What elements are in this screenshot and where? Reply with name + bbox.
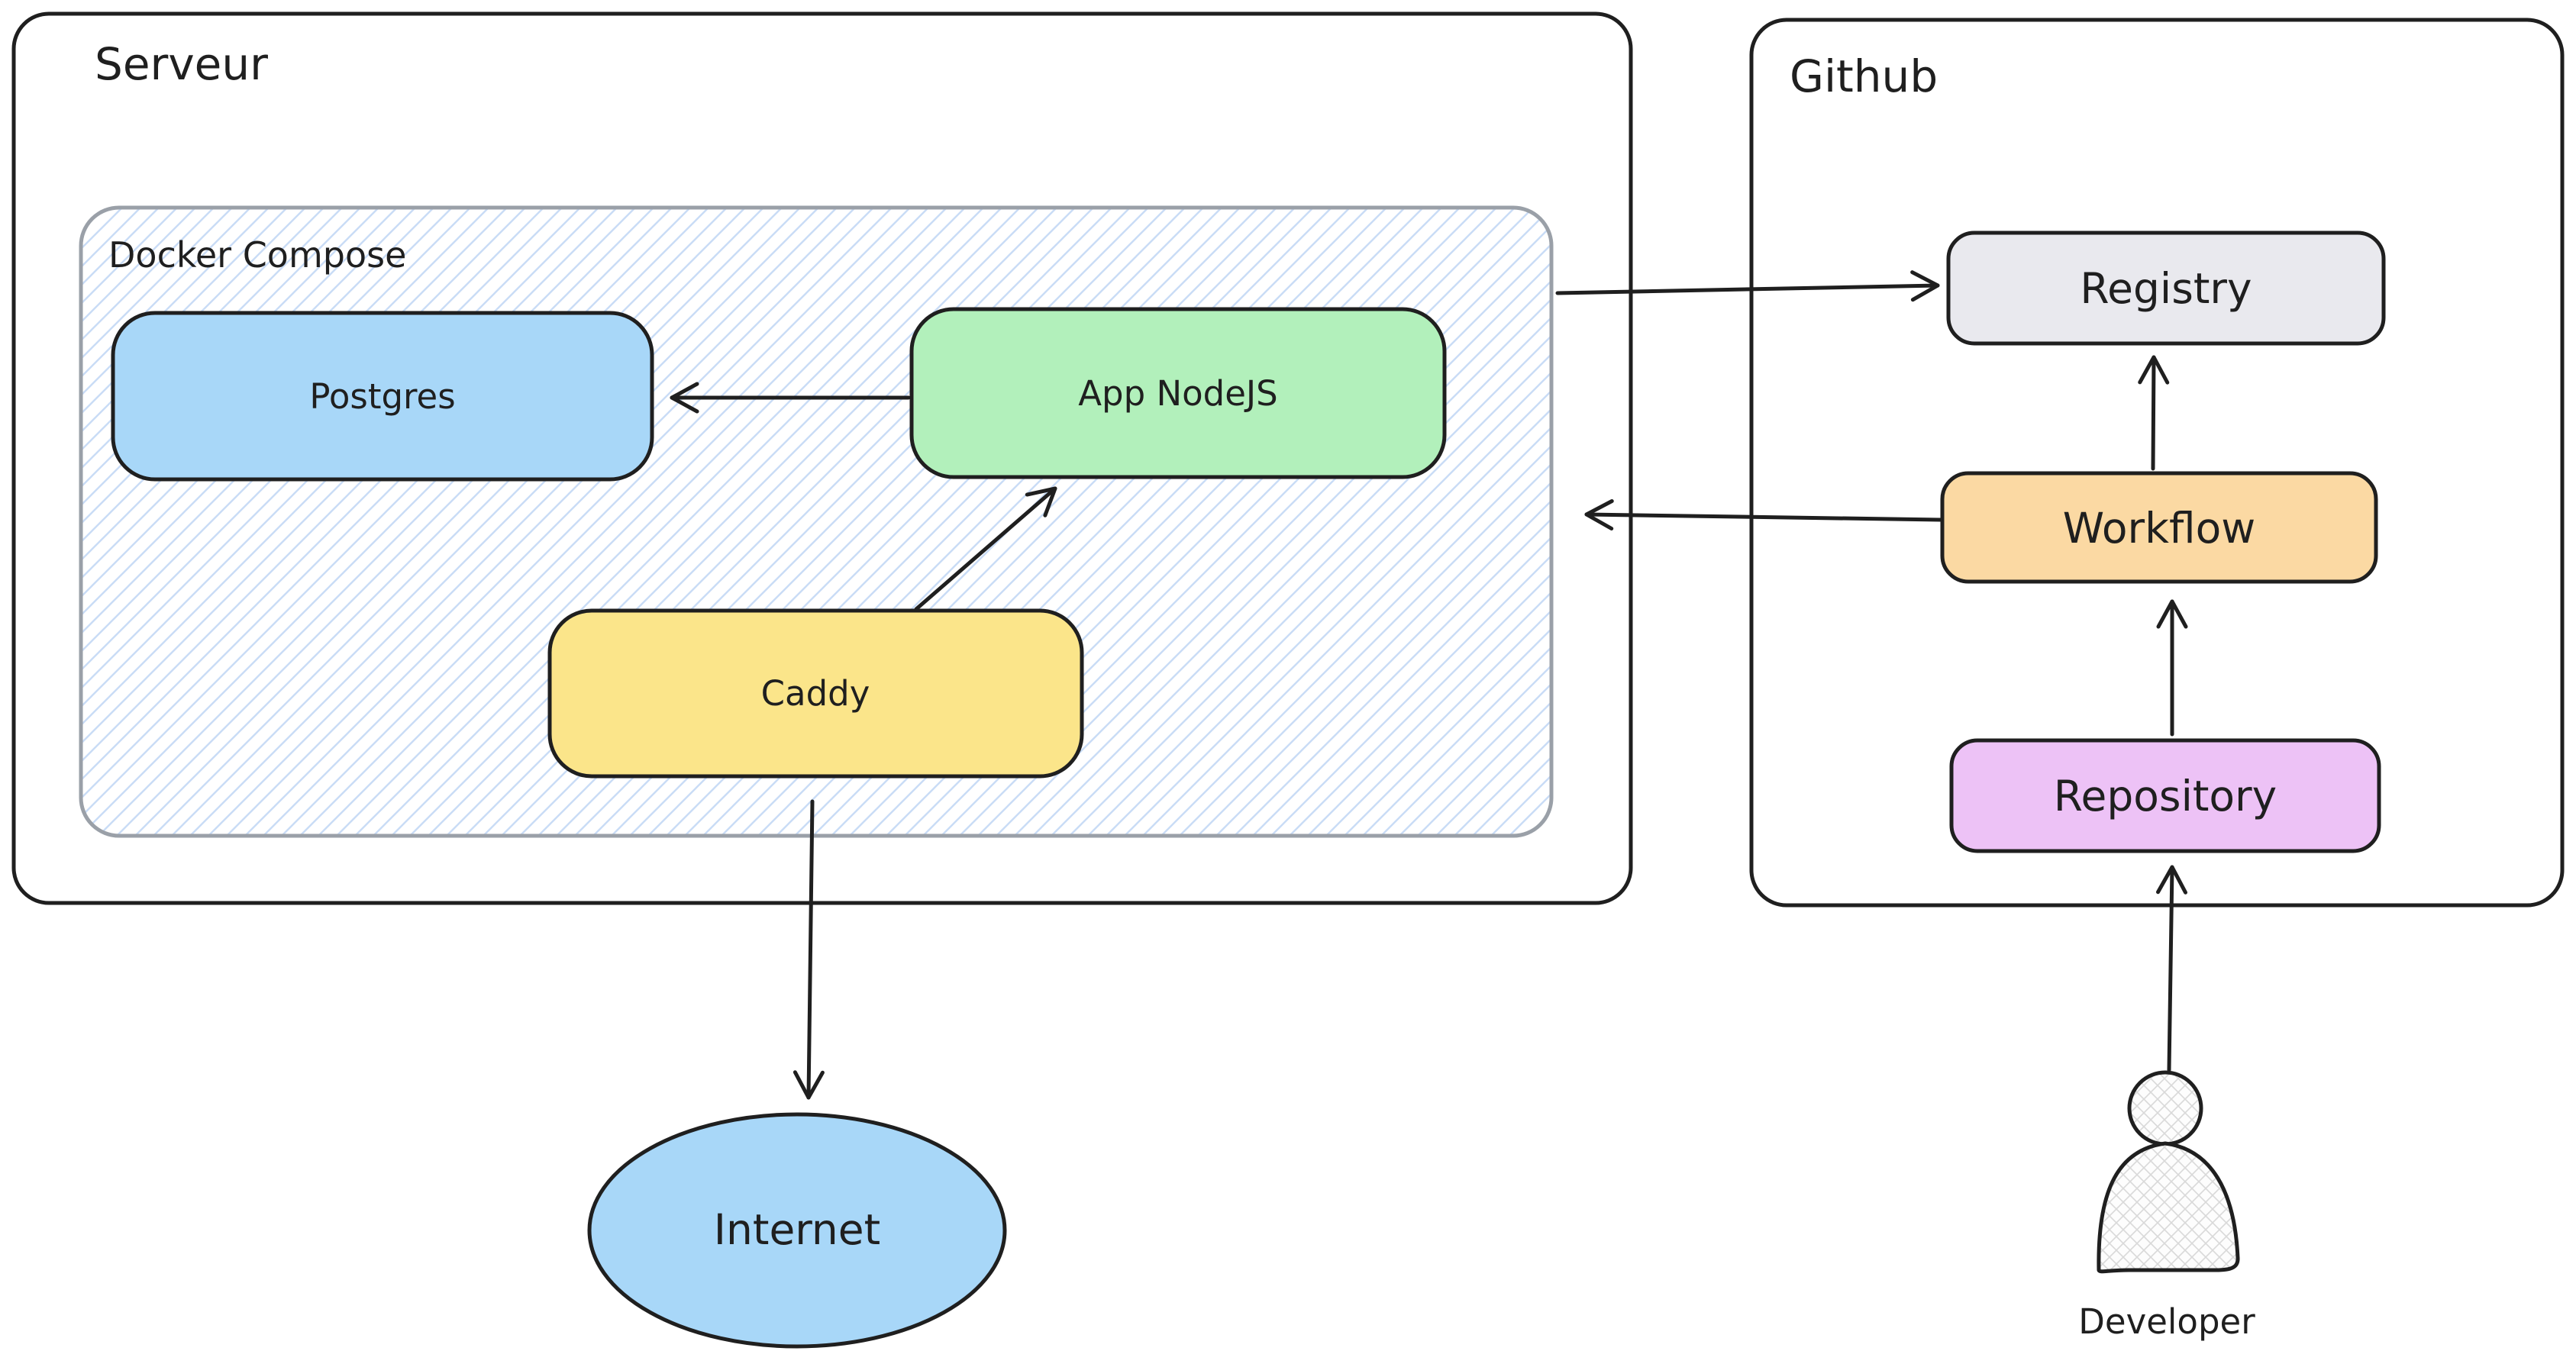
edge-workflow-to-registry (2138, 355, 2170, 471)
node-internet: Internet (587, 1112, 1007, 1349)
repository-box (1949, 738, 2381, 853)
developer-body-icon (2097, 1141, 2240, 1274)
edge-workflow-to-serveur (1584, 498, 1943, 530)
serveur-label: Serveur (95, 38, 268, 90)
developer-label: Developer (2078, 1301, 2255, 1342)
edge-caddy-to-app-nodejs (914, 486, 1057, 611)
internet-ellipse (587, 1112, 1007, 1349)
app-nodejs-box (909, 307, 1447, 479)
caddy-label: Caddy (761, 673, 870, 714)
repository-label: Repository (2054, 772, 2277, 821)
docker-compose-label: Docker Compose (108, 234, 406, 276)
github-label: Github (1790, 50, 1938, 102)
registry-box (1946, 231, 2386, 346)
edge-serveur-to-registry (1555, 270, 1940, 302)
registry-label: Registry (2080, 264, 2252, 313)
workflow-box (1940, 471, 2378, 584)
node-app-nodejs: App NodeJS (909, 307, 1447, 479)
developer-head-icon (2127, 1070, 2203, 1146)
edge-caddy-to-internet (792, 799, 825, 1100)
actor-developer: Developer (2078, 1070, 2255, 1342)
caddy-box (547, 608, 1084, 779)
node-repository: Repository (1949, 738, 2381, 853)
edge-developer-to-repository (2156, 865, 2188, 1072)
workflow-label: Workflow (2063, 504, 2256, 553)
postgres-label: Postgres (309, 376, 455, 417)
node-postgres: Postgres (111, 311, 654, 482)
node-caddy: Caddy (547, 608, 1084, 779)
postgres-box (111, 311, 654, 482)
app-nodejs-label: App NodeJS (1078, 373, 1278, 414)
internet-label: Internet (714, 1205, 880, 1254)
node-workflow: Workflow (1940, 471, 2378, 584)
node-registry: Registry (1946, 231, 2386, 346)
